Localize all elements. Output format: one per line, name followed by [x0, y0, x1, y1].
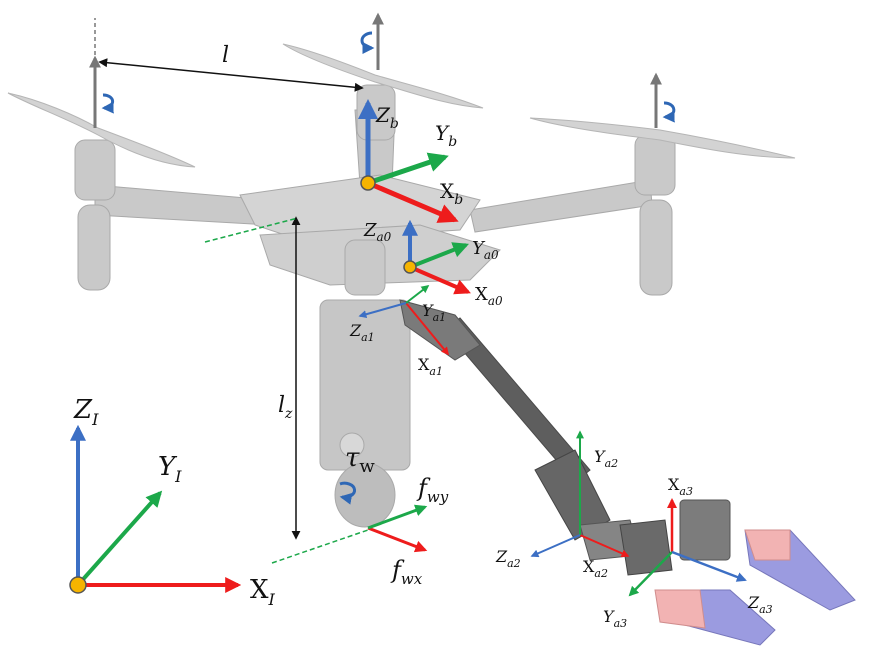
a1-y-axis	[405, 285, 430, 304]
gripper-motor	[619, 519, 673, 576]
a0-x-axis	[409, 265, 471, 295]
vertical-offset-label: lz	[278, 393, 293, 422]
rotation-icon-back	[360, 31, 375, 54]
arm-left	[94, 184, 271, 226]
a1-z-label: Za1	[349, 321, 375, 344]
inertial-z-label: ZI	[73, 395, 99, 429]
a0-y-label: Ya0	[472, 238, 499, 262]
dashed-line-body	[204, 217, 299, 243]
motor-left	[74, 139, 116, 201]
wheel-force-x-arrow	[367, 526, 428, 553]
wheel-torque-label: τw	[345, 443, 375, 477]
inertial-frame: XI YI ZI	[69, 395, 276, 609]
gripper-tip-upper	[744, 529, 791, 561]
body-origin	[360, 175, 376, 191]
joint-a1	[399, 299, 481, 361]
inertial-y-axis	[76, 490, 163, 587]
a0-y-axis	[409, 242, 469, 269]
motor-right	[634, 134, 676, 196]
wheel-force-y-arrow	[367, 504, 428, 530]
rotation-icon-left	[101, 93, 115, 114]
motor-center	[344, 239, 386, 296]
rotation-icon-right	[662, 101, 676, 123]
a3-y-label: Ya3	[603, 607, 627, 630]
arm-right	[469, 179, 653, 233]
a2-z-axis	[530, 534, 581, 558]
leg-left	[77, 204, 111, 291]
inertial-origin	[69, 576, 87, 594]
wheel-hub	[339, 432, 365, 458]
a1-x-axis	[405, 302, 450, 356]
a0-z-label: Za0	[363, 220, 392, 244]
a0-origin	[403, 260, 417, 274]
arm-frame-a2: Xa2 Ya2 Za2	[495, 430, 630, 580]
a1-z-axis	[358, 302, 407, 319]
a1-y-label: Ya1	[422, 301, 446, 324]
a0-x-label: Xa0	[475, 284, 503, 308]
a1-x-label: Xa1	[418, 355, 443, 378]
a2-y-label: Ya2	[594, 447, 618, 470]
arm-length-label: l	[222, 43, 229, 68]
servo-body	[679, 499, 731, 561]
wheel-force-x-label: fwx	[390, 556, 423, 588]
a3-y-axis	[628, 551, 673, 597]
prop-axes	[89, 12, 662, 128]
arm-frame-a1: Xa1 Ya1 Za1	[349, 285, 450, 378]
wheel-module	[319, 299, 411, 471]
inertial-y-label: YI	[158, 452, 182, 486]
gripper-tip-lower	[654, 589, 706, 629]
propeller-left	[7, 92, 196, 168]
a3-x-label: Xa3	[668, 475, 693, 498]
rotation-indicators	[101, 31, 676, 505]
body-z-label: Zb	[375, 103, 399, 132]
wheel-force-y-label: fwy	[416, 474, 449, 506]
a2-x-label: Xa2	[583, 557, 608, 580]
arm-frame-a3: Xa3 Ya3 Za3	[603, 475, 773, 630]
body-x-axis	[367, 180, 459, 223]
body-y-label: Yb	[435, 121, 457, 150]
dimension-arm-length	[98, 58, 364, 92]
body-frame: Xb Yb Zb	[358, 99, 463, 223]
joint-a2	[534, 449, 611, 541]
propeller-right	[529, 117, 796, 159]
a3-z-axis	[671, 550, 747, 582]
a2-z-label: Za2	[495, 547, 521, 570]
inertial-x-label: XI	[250, 575, 276, 609]
wheel	[334, 462, 396, 528]
drone-frame	[74, 84, 856, 646]
body-x-label: Xb	[440, 179, 463, 208]
a2-x-axis	[579, 534, 630, 558]
rotation-icon-wheel	[339, 481, 357, 505]
leg-right	[639, 199, 673, 296]
body-y-axis	[367, 152, 449, 186]
dashed-line-wheel	[271, 529, 369, 564]
propellers	[7, 43, 796, 168]
a3-z-label: Za3	[747, 593, 773, 616]
arm-frame-a0: Xa0 Ya0 Za0	[363, 219, 503, 308]
